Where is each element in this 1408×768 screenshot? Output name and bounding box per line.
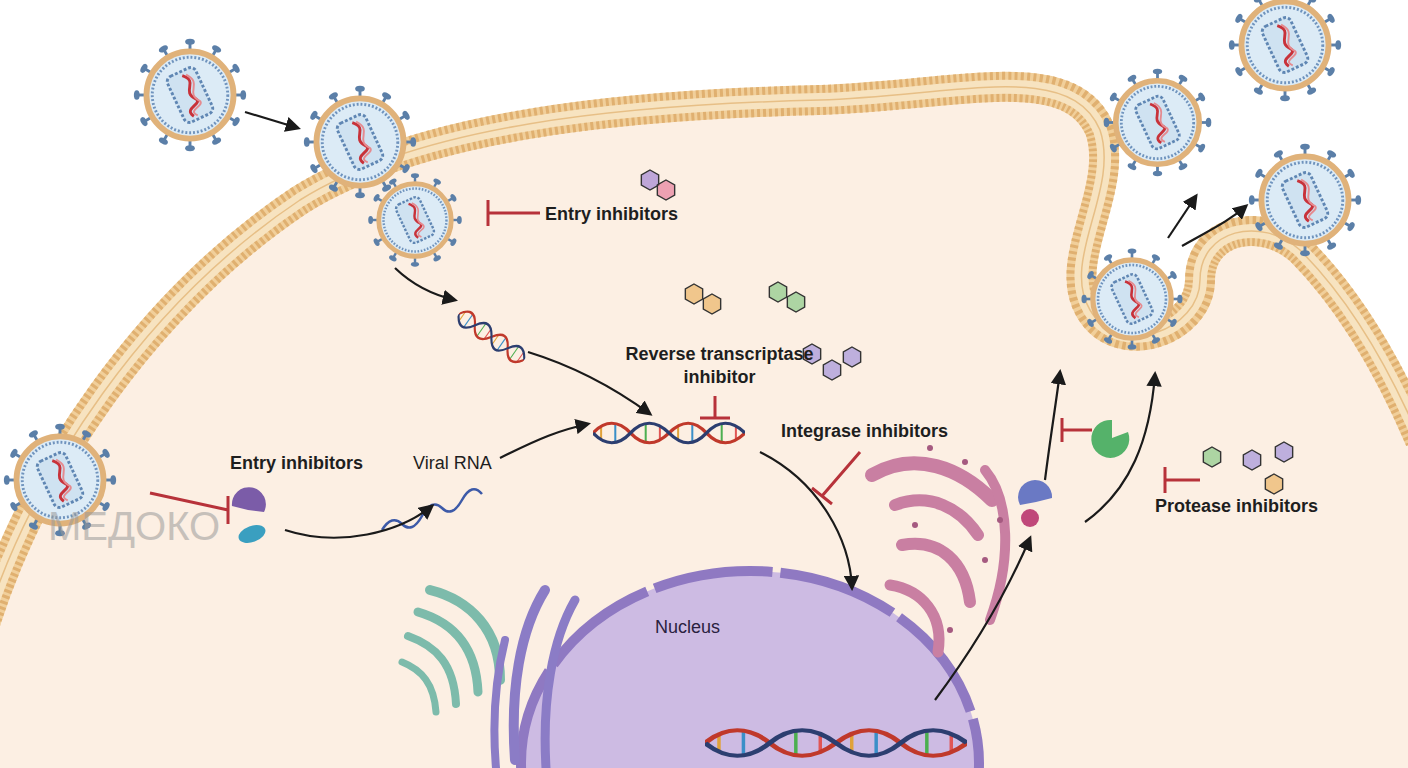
nucleus-outline xyxy=(515,565,985,768)
receptor xyxy=(232,487,268,546)
nucleus-label: Nucleus xyxy=(655,617,720,638)
golgi-stack xyxy=(402,590,500,712)
inhibition-bars xyxy=(150,200,1200,524)
nuclear-envelope xyxy=(521,571,979,768)
endoplasmic-reticulum xyxy=(872,463,1005,652)
nucleus-node: Nucleus xyxy=(515,565,985,768)
rough-er-left xyxy=(494,590,575,768)
ribosome-dots xyxy=(912,445,1003,633)
chemical-structures xyxy=(641,170,1292,494)
protein-shapes xyxy=(1018,420,1129,527)
viral-rna-strand xyxy=(382,489,482,530)
process-arrows xyxy=(245,112,1246,700)
virus-particles xyxy=(4,0,1361,536)
dna-helices xyxy=(454,307,967,755)
cell-membrane xyxy=(0,87,1408,640)
